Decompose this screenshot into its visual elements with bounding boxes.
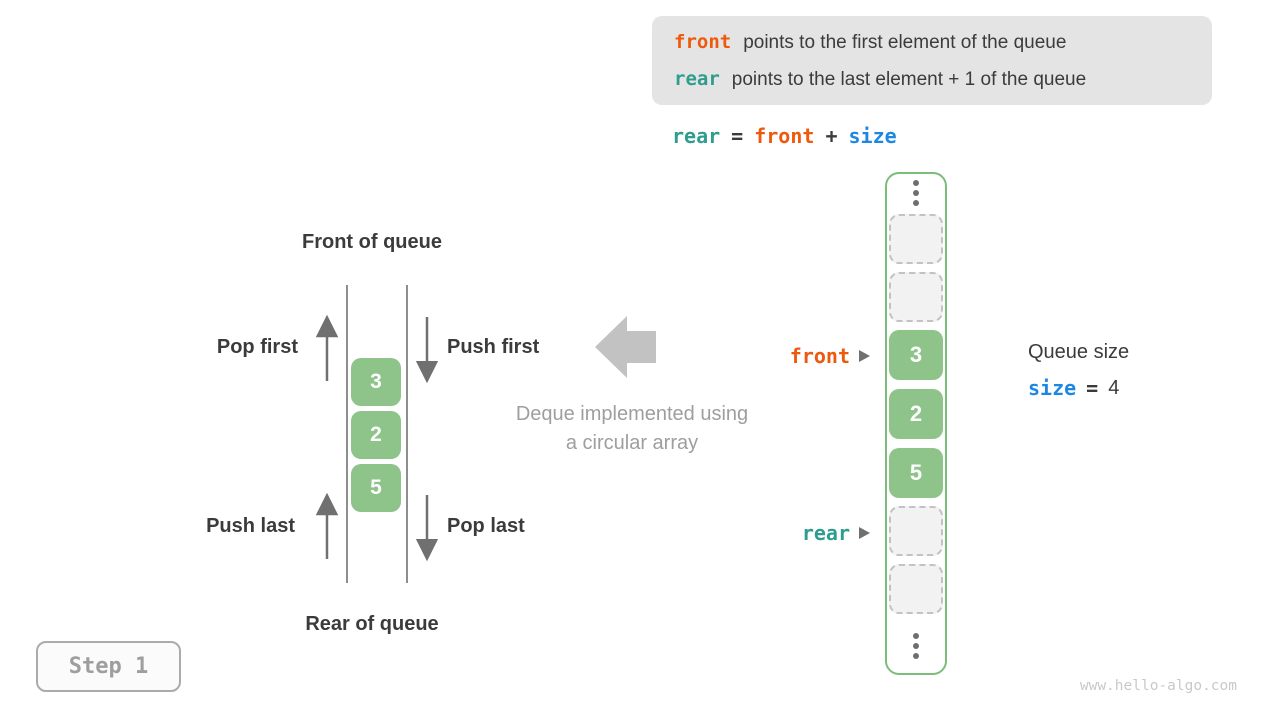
size-value: 4 — [1108, 376, 1120, 399]
step-badge: Step 1 — [36, 641, 181, 692]
array-cell-filled: 3 — [889, 330, 943, 380]
queue-size-title: Queue size — [1028, 341, 1130, 363]
ellipsis-bottom-icon — [913, 633, 919, 659]
dot — [913, 200, 919, 206]
circular-array: 3 2 5 — [885, 172, 947, 675]
rear-pointer-arrow-icon — [859, 527, 870, 539]
rear-keyword: rear — [674, 67, 720, 90]
array-cell-empty — [889, 272, 943, 322]
equation-rear: rear — [672, 124, 721, 148]
push-first-label: Push first — [447, 336, 540, 358]
array-cell-empty — [889, 506, 943, 556]
equation-plus: + — [825, 124, 838, 148]
queue-cell: 3 — [351, 358, 401, 406]
caption-line-2: a circular array — [565, 432, 699, 454]
rear-description: points to the last element + 1 of the qu… — [731, 68, 1087, 90]
array-cell-filled: 5 — [889, 448, 943, 498]
dot — [913, 180, 919, 186]
pop-first-label: Pop first — [216, 336, 298, 358]
step-label: Step 1 — [68, 654, 149, 679]
equation-size: size — [848, 124, 897, 148]
rear-pointer-label: rear — [801, 521, 850, 545]
queue-size-block: Queue size size = 4 — [1028, 341, 1129, 400]
pointer-equation: rear = front + size — [672, 122, 897, 150]
watermark: www.hello-algo.com — [1079, 678, 1237, 694]
equation-equals: = — [731, 124, 744, 148]
equation-front: front — [754, 124, 815, 148]
queue-right-wall — [406, 285, 408, 583]
queue-cell: 2 — [351, 411, 401, 459]
dot — [913, 633, 919, 639]
dot — [913, 653, 919, 659]
legend-box: front points to the first element of the … — [652, 16, 1212, 105]
front-pointer: front — [790, 342, 870, 370]
front-keyword: front — [674, 30, 732, 53]
dot — [913, 643, 919, 649]
figure-caption: Deque implemented using a circular array — [472, 400, 792, 458]
array-cell-empty — [889, 214, 943, 264]
ellipsis-top-icon — [913, 180, 919, 206]
rear-of-queue-title: Rear of queue — [305, 613, 439, 635]
pop-last-label: Pop last — [447, 515, 525, 537]
front-pointer-label: front — [789, 344, 850, 368]
front-pointer-arrow-icon — [859, 350, 870, 362]
size-keyword: size — [1028, 376, 1077, 400]
queue-size-value-line: size = 4 — [1028, 376, 1129, 400]
rear-pointer: rear — [802, 519, 870, 547]
front-of-queue-title: Front of queue — [302, 231, 442, 253]
size-equals: = — [1086, 376, 1099, 400]
dot — [913, 190, 919, 196]
big-left-arrow-icon — [595, 316, 656, 378]
array-cell-empty — [889, 564, 943, 614]
push-last-label: Push last — [206, 515, 295, 537]
queue-cell: 5 — [351, 464, 401, 512]
caption-line-1: Deque implemented using — [515, 403, 749, 425]
legend-line-rear: rear points to the last element + 1 of th… — [674, 61, 1212, 98]
legend-line-front: front points to the first element of the … — [674, 24, 1212, 61]
array-cell-filled: 2 — [889, 389, 943, 439]
queue-left-wall — [346, 285, 348, 583]
front-description: points to the first element of the queue — [743, 31, 1067, 53]
